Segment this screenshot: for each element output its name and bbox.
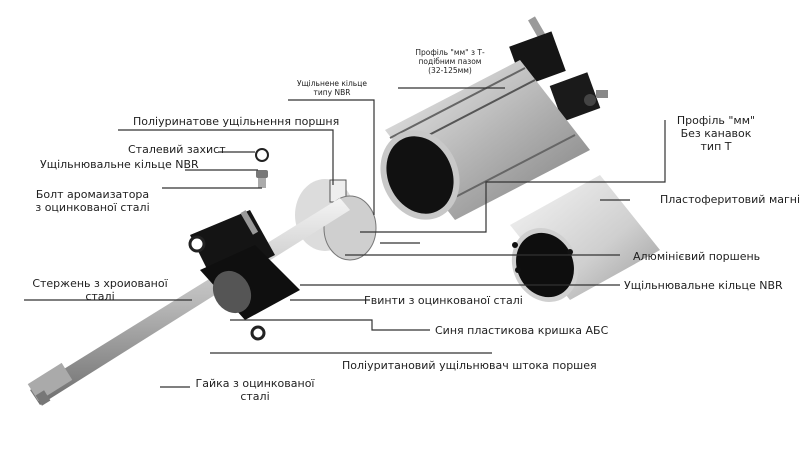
front-end-cap (188, 210, 300, 341)
label-pu-piston-seal: Поліуринатове ущільнення поршня (133, 115, 340, 128)
label-magnet: Пластоферитовий магніт (660, 193, 800, 206)
label-line: Стержень з хроиованої (32, 277, 168, 290)
label-cover: Синя пластикова кришка АБС (435, 324, 609, 337)
label-steel-guard: Сталевий захист (128, 143, 226, 156)
label-nbr-ring-right: Ущільнювальне кільце NBR (624, 279, 783, 292)
label-al-piston: Алюмінієвий поршень (633, 250, 761, 263)
label-nbr-ring-top: Ущільнене кільце типу NBR (292, 79, 372, 97)
label-line: Гайка з оцинкованої (195, 377, 315, 390)
label-line: сталі (85, 290, 115, 303)
label-rod: Стержень з хроиованої сталі (30, 277, 170, 303)
label-rod-seal: Поліуританoвий ущільнювач штока поршея (342, 359, 597, 372)
label-bolt: Болт аромаизатора з оцинкованої сталі (35, 188, 150, 214)
bolt-part (256, 170, 268, 188)
label-line: тип Т (700, 140, 732, 153)
label-line: Болт аромаизатора (35, 188, 150, 201)
label-profile-t-slot: Профіль "мм" з Т- подібним пазом (32-125… (395, 48, 505, 75)
label-line: типу NBR (313, 88, 351, 97)
label-line: сталі (240, 390, 270, 403)
label-line: Профіль "мм" (676, 114, 756, 127)
label-line: Без канавок (680, 127, 752, 140)
label-line: (32-125мм) (428, 66, 472, 75)
label-line: подібним пазом (418, 57, 482, 66)
label-profile-plain: Профіль "мм" Без канавок тип Т (672, 114, 760, 153)
t-slot-profile-tube (380, 60, 590, 220)
plain-profile-tube (510, 175, 660, 302)
label-nbr-ring-left: Ущільнювальне кільце NBR (40, 158, 199, 171)
label-screws: Гвинти з оцинкованої сталі (364, 294, 523, 307)
label-nut: Гайка з оцинкованої сталі (195, 377, 315, 403)
leader-lines (24, 87, 666, 388)
steel-guard-part (255, 148, 269, 162)
label-line: Ущільнене кільце (297, 79, 367, 88)
label-line: з оцинкованої сталі (35, 201, 150, 214)
label-line: Профіль "мм" з Т- (415, 48, 485, 57)
